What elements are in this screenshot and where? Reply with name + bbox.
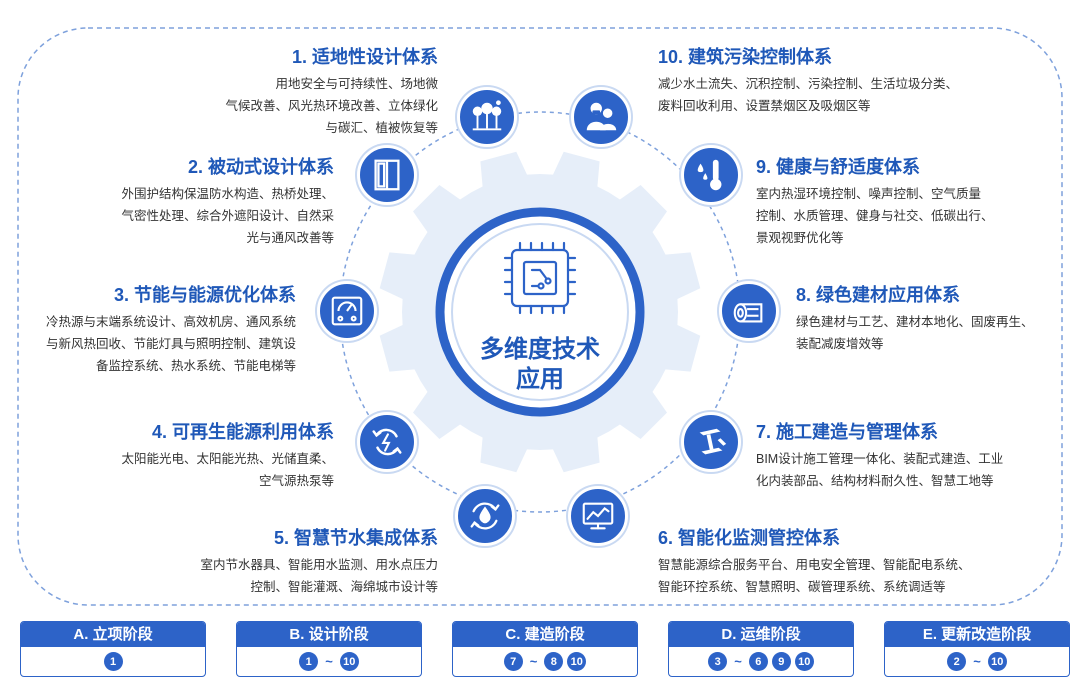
range-separator: ~ <box>973 654 981 669</box>
system-desc: 用地安全与可持续性、场地微 气候改善、风光热环境改善、立体绿化 与碳汇、植被恢复… <box>225 77 438 135</box>
system-item-5: 5. 智慧节水集成体系 室内节水器具、智能用水监测、用水点压力 控制、智能灌溉、… <box>38 527 438 598</box>
system-desc: 外围护结构保温防水构造、热桥处理、 气密性处理、综合外遮阳设计、自然采 光与通风… <box>121 187 334 245</box>
system-desc: 智慧能源综合服务平台、用电安全管理、智能配电系统、 智能环控系统、智慧照明、碳管… <box>658 558 971 594</box>
stage-box-e: E. 更新改造阶段 2 ~ 10 <box>884 621 1070 677</box>
system-title: 2. 被动式设计体系 <box>187 157 334 177</box>
steel-beam-icon <box>681 412 741 472</box>
system-title: 10. 建筑污染控制体系 <box>658 47 833 67</box>
system-desc: 冷热源与末端系统设计、高效机房、通风系统 与新风热回收、节能灯具与照明控制、建筑… <box>45 315 296 373</box>
stage-number: 10 <box>339 652 359 671</box>
system-title: 7. 施工建造与管理体系 <box>756 422 939 442</box>
range-separator: ~ <box>325 654 333 669</box>
stage-label: D. 运维阶段 <box>669 622 853 647</box>
system-item-4: 4. 可再生能源利用体系 太阳能光电、太阳能光热、光储直柔、 空气源热泵等 <box>0 421 334 492</box>
stage-numbers: 7 ~ 8 10 <box>453 647 637 676</box>
chip-icon <box>503 241 577 315</box>
center-inner-ring <box>451 223 629 401</box>
system-desc: 太阳能光电、太阳能光热、光储直柔、 空气源热泵等 <box>121 452 334 488</box>
stage-number: 2 <box>947 652 967 671</box>
monitor-chart-icon <box>568 486 628 546</box>
outer-dashed-frame <box>17 27 1063 606</box>
system-title: 5. 智慧节水集成体系 <box>273 528 438 548</box>
system-title: 6. 智能化监测管控体系 <box>658 528 841 548</box>
window-icon <box>357 145 417 205</box>
stage-label: B. 设计阶段 <box>237 622 421 647</box>
stage-number: 10 <box>567 652 587 671</box>
system-item-8: 8. 绿色建材应用体系 绿色建材与工艺、建材本地化、固废再生、 装配减废增效等 <box>796 284 1080 355</box>
stage-numbers: 2 ~ 10 <box>885 647 1069 676</box>
system-item-9: 9. 健康与舒适度体系 室内热湿环境控制、噪声控制、空气质量 控制、水质管理、健… <box>756 156 1080 249</box>
stage-box-a: A. 立项阶段 1 <box>20 621 206 677</box>
system-title: 3. 节能与能源优化体系 <box>113 285 296 305</box>
system-item-6: 6. 智能化监测管控体系 智慧能源综合服务平台、用电安全管理、智能配电系统、 智… <box>658 527 1058 598</box>
stage-number: 7 <box>503 652 523 671</box>
stage-label: C. 建造阶段 <box>453 622 637 647</box>
system-item-2: 2. 被动式设计体系 外围护结构保温防水构造、热桥处理、 气密性处理、综合外遮阳… <box>0 156 334 249</box>
thermometer-icon <box>681 145 741 205</box>
system-title: 4. 可再生能源利用体系 <box>151 422 334 442</box>
range-separator: ~ <box>529 654 538 669</box>
system-item-7: 7. 施工建造与管理体系 BIM设计施工管理一体化、装配式建造、工业 化内装部品… <box>756 421 1080 492</box>
recycle-energy-icon <box>357 412 417 472</box>
water-drop-cycle-icon <box>455 486 515 546</box>
stage-number: 8 <box>544 652 564 671</box>
system-item-1: 1. 适地性设计体系 用地安全与可持续性、场地微 气候改善、风光热环境改善、立体… <box>38 46 438 139</box>
system-title: 9. 健康与舒适度体系 <box>756 157 921 177</box>
stage-numbers: 1 ~ 10 <box>237 647 421 676</box>
meter-panel-icon <box>317 281 377 341</box>
system-desc: BIM设计施工管理一体化、装配式建造、工业 化内装部品、结构材料耐久性、智慧工地… <box>756 452 1004 488</box>
system-desc: 室内节水器具、智能用水监测、用水点压力 控制、智能灌溉、海绵城市设计等 <box>200 558 438 594</box>
system-desc: 室内热湿环境控制、噪声控制、空气质量 控制、水质管理、健身与社交、低碳出行、 景… <box>756 187 994 245</box>
system-item-10: 10. 建筑污染控制体系 减少水土流失、沉积控制、污染控制、生活垃圾分类、 废料… <box>658 46 1058 117</box>
system-desc: 绿色建材与工艺、建材本地化、固废再生、 装配减废增效等 <box>796 315 1034 351</box>
center-label: 多维度技术 应用 <box>440 335 640 395</box>
stage-box-c: C. 建造阶段 7 ~ 8 10 <box>452 621 638 677</box>
system-title: 8. 绿色建材应用体系 <box>796 285 961 305</box>
stage-box-b: B. 设计阶段 1 ~ 10 <box>236 621 422 677</box>
system-title: 1. 适地性设计体系 <box>291 47 438 67</box>
system-desc: 减少水土流失、沉积控制、污染控制、生活垃圾分类、 废料回收利用、设置禁烟区及吸烟… <box>658 77 959 113</box>
timber-log-icon <box>719 281 779 341</box>
stage-label: A. 立项阶段 <box>21 622 205 647</box>
system-item-3: 3. 节能与能源优化体系 冷热源与末端系统设计、高效机房、通风系统 与新风热回收… <box>0 284 296 377</box>
center-label-line2: 应用 <box>516 366 564 393</box>
stage-number: 1 <box>103 652 123 671</box>
stage-numbers: 1 <box>21 647 205 676</box>
stage-number: 10 <box>794 652 814 671</box>
stage-number: 1 <box>299 652 319 671</box>
stage-number: 10 <box>987 652 1007 671</box>
stage-number: 3 <box>708 652 728 671</box>
stage-numbers: 3 ~ 6 9 10 <box>669 647 853 676</box>
stage-number: 9 <box>771 652 791 671</box>
center-label-line1: 多维度技术 <box>480 336 600 363</box>
stage-label: E. 更新改造阶段 <box>885 622 1069 647</box>
stage-number: 6 <box>748 652 768 671</box>
forest-icon <box>457 87 517 147</box>
people-mask-icon <box>571 87 631 147</box>
stage-box-d: D. 运维阶段 3 ~ 6 9 10 <box>668 621 854 677</box>
range-separator: ~ <box>734 654 742 669</box>
